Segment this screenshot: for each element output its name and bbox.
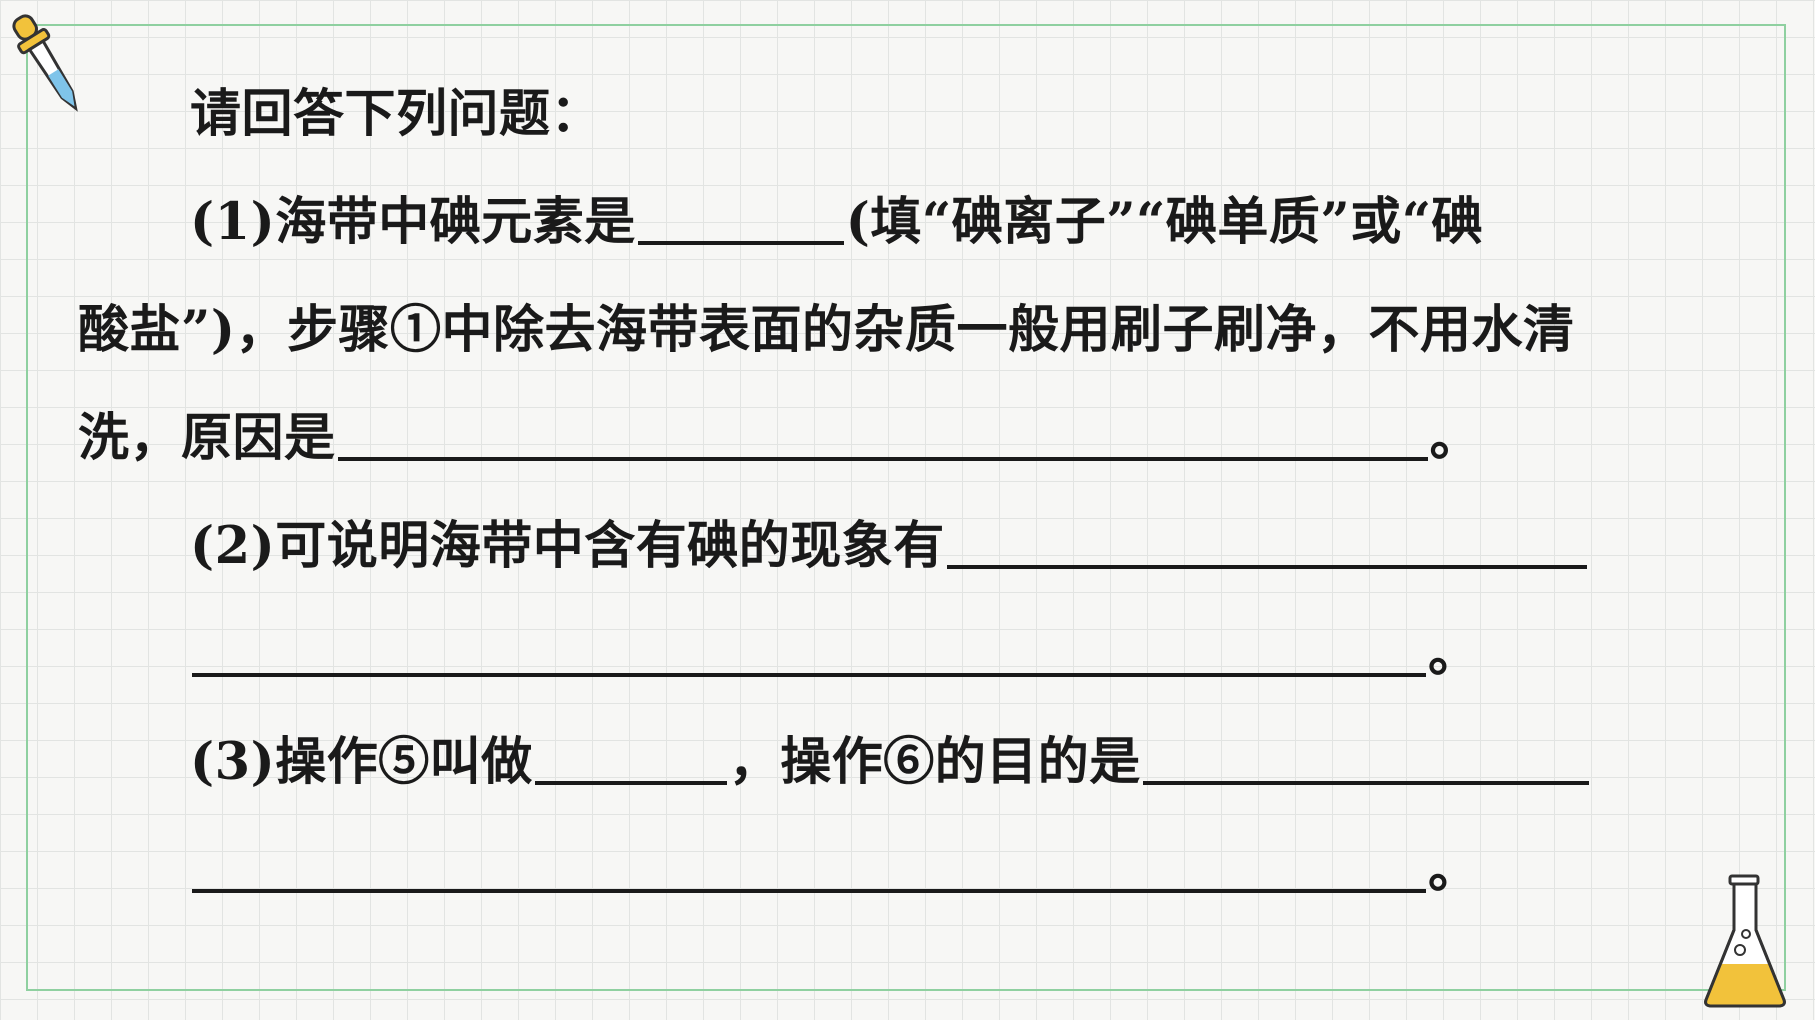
- q1-line-2: 酸盐”)，步骤①中除去海带表面的杂质一般用刷子刷净，不用水清: [78, 276, 1734, 384]
- flask-icon: [1704, 874, 1786, 1008]
- q2-answer-blank-1[interactable]: [946, 505, 1587, 569]
- q2-period: 。: [1428, 624, 1480, 684]
- question-body: 请回答下列问题： (1)海带中碘元素是 (填“碘离子”“碘单质”或“碘 酸盐”)，…: [78, 60, 1734, 924]
- q1-text-c: 酸盐”)，步骤①中除去海带表面的杂质一般用刷子刷净，不用水清: [78, 300, 1575, 360]
- q3-answer-blank-2[interactable]: [1142, 721, 1589, 785]
- q3-line-2: 。: [78, 816, 1734, 924]
- q3-line-1: (3)操作⑤叫做 ，操作⑥的目的是: [78, 708, 1734, 816]
- q3-answer-blank-3[interactable]: [192, 829, 1426, 893]
- q1-line-1: (1)海带中碘元素是 (填“碘离子”“碘单质”或“碘: [78, 168, 1734, 276]
- q2-line-1: (2)可说明海带中含有碘的现象有: [78, 492, 1734, 600]
- q1-line-3: 洗，原因是 。: [78, 384, 1734, 492]
- q1-text-b: (填“碘离子”“碘单质”或“碘: [845, 192, 1484, 252]
- q3-text-b: ，操作⑥的目的是: [728, 732, 1141, 792]
- intro-line: 请回答下列问题：: [78, 60, 1734, 168]
- intro-text: 请回答下列问题：: [190, 84, 603, 144]
- q2-answer-blank-2[interactable]: [192, 613, 1426, 677]
- q3-answer-blank-1[interactable]: [534, 721, 727, 785]
- q1-answer-blank-2[interactable]: [337, 397, 1428, 461]
- page-frame: [26, 24, 1786, 991]
- q3-period: 。: [1428, 840, 1480, 900]
- q3-text-a: (3)操作⑤叫做: [190, 732, 533, 792]
- q2-line-2: 。: [78, 600, 1734, 708]
- q1-text-a: (1)海带中碘元素是: [190, 192, 636, 252]
- q2-text-a: (2)可说明海带中含有碘的现象有: [190, 516, 945, 576]
- q1-answer-blank-1[interactable]: [637, 181, 844, 245]
- q1-text-d: 洗，原因是: [78, 408, 336, 468]
- dropper-icon: [12, 14, 78, 112]
- q1-period: 。: [1429, 408, 1482, 468]
